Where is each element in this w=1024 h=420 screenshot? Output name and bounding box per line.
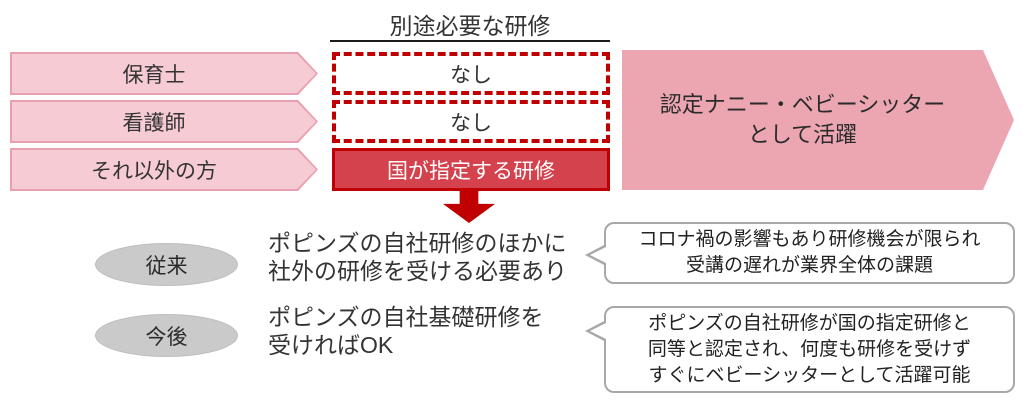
training-label: 国が指定する研修 bbox=[387, 159, 555, 183]
badge-conventional: 従来 bbox=[95, 243, 238, 286]
arrow-fill-shape bbox=[12, 102, 316, 141]
bubble-line-2: 同等と認定され、何度も研修を受けず bbox=[647, 338, 972, 360]
training-box-none-2: なし bbox=[332, 100, 610, 143]
group-label: それ以外の方 bbox=[91, 159, 217, 183]
bubble-line-3: すぐにベビーシッターとして活躍可能 bbox=[648, 364, 971, 386]
arrow-fill-shape bbox=[12, 150, 316, 189]
training-label: なし bbox=[450, 63, 492, 87]
statement-line-1: ポピンズの自社基礎研修を bbox=[268, 304, 544, 330]
badge-label: 今後 bbox=[145, 325, 188, 349]
badge-label: 従来 bbox=[145, 254, 188, 278]
speech-bubble-future: ポピンズの自社研修が国の指定研修と 同等と認定され、何度も研修を受けず すぐにベ… bbox=[585, 306, 1015, 393]
arrow-fill-shape bbox=[12, 54, 316, 93]
statement-line-2: 社外の研修を受ける必要あり bbox=[268, 258, 567, 284]
statement-line-2: 受ければOK bbox=[268, 332, 394, 358]
training-box-required: 国が指定する研修 bbox=[332, 148, 610, 191]
training-label: なし bbox=[450, 111, 492, 135]
badge-future: 今後 bbox=[95, 314, 238, 357]
group-arrow-others: それ以外の方 bbox=[10, 148, 318, 191]
bubble-line-1: ポピンズの自社研修が国の指定研修と bbox=[648, 312, 971, 334]
outcome-arrow-text: 認定ナニー・ベビーシッター として活躍 bbox=[622, 50, 983, 190]
outcome-line-2: として活躍 bbox=[747, 122, 858, 147]
column-header-underline bbox=[330, 40, 610, 42]
down-arrow-icon bbox=[443, 190, 495, 223]
group-arrow-childcare-worker: 保育士 bbox=[10, 52, 318, 95]
column-header-title: 別途必要な研修 bbox=[389, 13, 551, 39]
bubble-line-1: コロナ禍の影響もあり研修機会が限られ bbox=[638, 229, 981, 250]
training-box-none-1: なし bbox=[332, 52, 610, 95]
statement-future: ポピンズの自社基礎研修を 受ければOK bbox=[268, 303, 598, 359]
statement-conventional: ポピンズの自社研修のほかに 社外の研修を受ける必要あり bbox=[268, 229, 598, 285]
group-label: 看護師 bbox=[122, 111, 186, 135]
group-arrow-nurse: 看護師 bbox=[10, 100, 318, 143]
statement-line-1: ポピンズの自社研修のほかに bbox=[268, 230, 567, 256]
outcome-line-1: 認定ナニー・ベビーシッター bbox=[659, 92, 946, 117]
outcome-arrow: 認定ナニー・ベビーシッター として活躍 bbox=[622, 50, 1014, 190]
speech-bubble-conventional: コロナ禍の影響もあり研修機会が限られ 受講の遅れが業界全体の課題 bbox=[585, 222, 1015, 284]
bubble-line-2: 受講の遅れが業界全体の課題 bbox=[685, 255, 933, 276]
group-label: 保育士 bbox=[122, 63, 186, 87]
